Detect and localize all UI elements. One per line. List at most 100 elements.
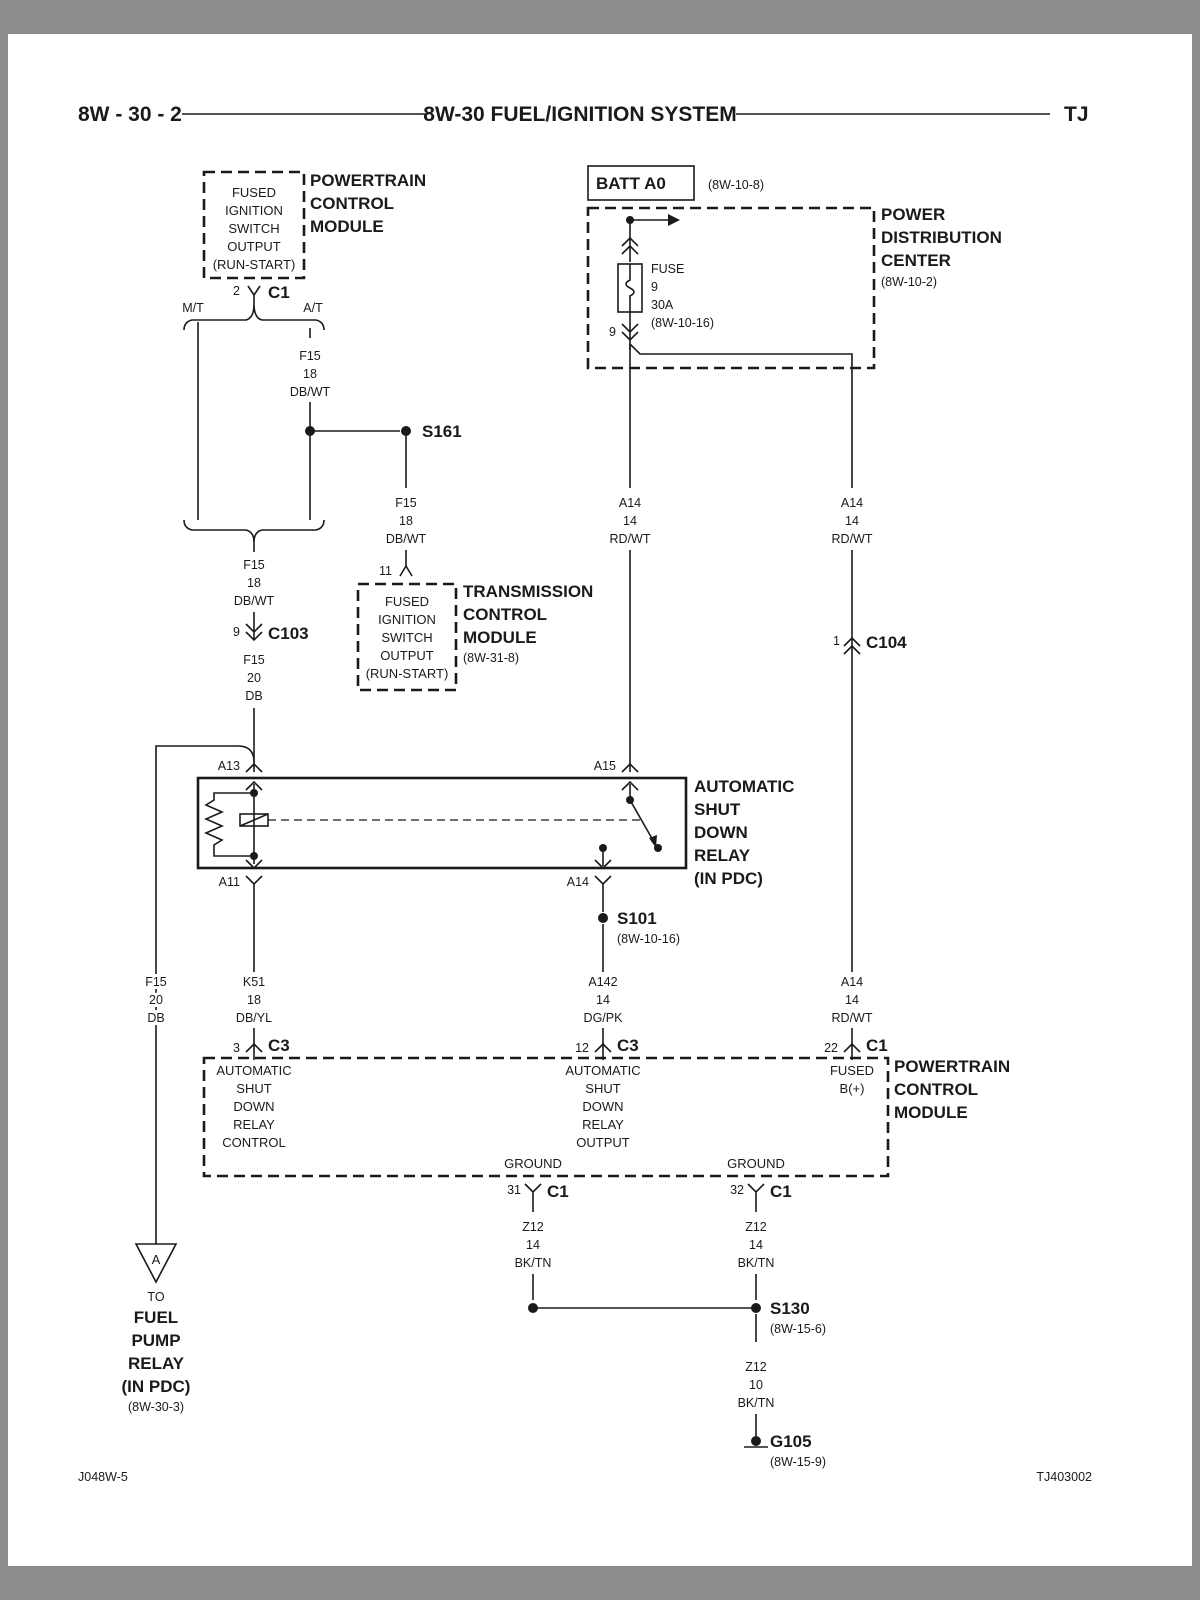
wire-a14-pcm-1: A14 <box>841 975 863 989</box>
relay-title-3: DOWN <box>694 823 748 842</box>
fuel-pump-ref: (8W-30-3) <box>128 1400 184 1414</box>
wire-z12-b-2: 14 <box>749 1238 763 1252</box>
relay-title-4: RELAY <box>694 846 751 865</box>
ground-label-1: GROUND <box>504 1156 562 1171</box>
wire-f15-join-2: 18 <box>247 576 261 590</box>
pdc-title-3: CENTER <box>881 251 951 270</box>
wire-f15-20-1: F15 <box>243 653 265 667</box>
pcm-top-connector: C1 <box>268 283 290 302</box>
pcm-pin-1: 3 <box>233 1041 240 1055</box>
tcm-ref: (8W-31-8) <box>463 651 519 665</box>
tcm-inner-5: (RUN-START) <box>366 666 449 681</box>
pcm-pin-3: 22 <box>824 1041 838 1055</box>
pcm-top-inner-1: FUSED <box>232 185 276 200</box>
ground-pin-2: 32 <box>730 1183 744 1197</box>
header: 8W - 30 - 2 8W-30 FUEL/IGNITION SYSTEM T… <box>78 103 1089 126</box>
relay-pin-a13: A13 <box>218 759 240 773</box>
asd-output-1: AUTOMATIC <box>565 1063 640 1078</box>
pcm-top-title-3: MODULE <box>310 217 384 236</box>
wire-a14-fuse-2: 14 <box>623 514 637 528</box>
fuse-label: FUSE <box>651 262 684 276</box>
tcm-branch: F15 18 DB/WT 11 FUSED IGNITION SWITCH OU… <box>356 436 593 692</box>
asd-output-2: SHUT <box>585 1081 620 1096</box>
pcm-top-pin: 2 <box>233 284 240 298</box>
asd-output-4: RELAY <box>582 1117 624 1132</box>
wire-f15-tcm-3: DB/WT <box>386 532 427 546</box>
ground-conn-2: C1 <box>770 1182 792 1201</box>
wire-z12-b-3: BK/TN <box>738 1256 775 1270</box>
relay-pin-a14: A14 <box>567 875 589 889</box>
tcm-inner-2: IGNITION <box>378 612 436 627</box>
s130-ref: (8W-15-6) <box>770 1322 826 1336</box>
wire-a14-right-2: 14 <box>845 514 859 528</box>
pdc-title-2: DISTRIBUTION <box>881 228 1002 247</box>
c104-pin: 1 <box>833 634 840 648</box>
pdc-pin: 9 <box>609 325 616 339</box>
wire-f15-left-2: 20 <box>149 993 163 1007</box>
g105-ref: (8W-15-9) <box>770 1455 826 1469</box>
fuel-pump-relay-ref: A TO FUEL PUMP RELAY (IN PDC) (8W-30-3) <box>122 1243 190 1414</box>
pcm-top-title-1: POWERTRAIN <box>310 171 426 190</box>
wire-a142-1: A142 <box>588 975 617 989</box>
ground-label-2: GROUND <box>727 1156 785 1171</box>
pcm-top-inner-4: OUTPUT <box>227 239 281 254</box>
branch-at: A/T <box>303 301 323 315</box>
relay-title-1: AUTOMATIC <box>694 777 794 796</box>
batt-ref: (8W-10-8) <box>708 178 764 192</box>
s101-label: S101 <box>617 909 657 928</box>
fuel-pump-to: TO <box>147 1290 164 1304</box>
pcm-conn-1: C3 <box>268 1036 290 1055</box>
wire-z12-c-2: 10 <box>749 1378 763 1392</box>
pcm-bottom-title-1: POWERTRAIN <box>894 1057 1010 1076</box>
pcm-bottom-title-2: CONTROL <box>894 1080 978 1099</box>
relay-pin-a11: A11 <box>219 875 240 889</box>
c103-label: C103 <box>268 624 309 643</box>
diagram-sheet: 8W - 30 - 2 8W-30 FUEL/IGNITION SYSTEM T… <box>8 34 1192 1566</box>
wire-f15-at-3: DB/WT <box>290 385 331 399</box>
wiring-diagram: 8W - 30 - 2 8W-30 FUEL/IGNITION SYSTEM T… <box>78 103 1092 1484</box>
pcm-conn-3: C1 <box>866 1036 888 1055</box>
wire-k51-2: 18 <box>247 993 261 1007</box>
pdc-ref: (8W-10-2) <box>881 275 937 289</box>
s130-label: S130 <box>770 1299 810 1318</box>
wire-f15-join-3: DB/WT <box>234 594 275 608</box>
branch-mt: M/T <box>182 301 204 315</box>
wire-k51-1: K51 <box>243 975 265 989</box>
page-number: 8W - 30 - 2 <box>78 103 182 126</box>
pcm-top: FUSED IGNITION SWITCH OUTPUT (RUN-START)… <box>202 170 426 304</box>
fused-b-1: FUSED <box>830 1063 874 1078</box>
relay-pin-a15: A15 <box>594 759 616 773</box>
fuel-pump-title-1: FUEL <box>134 1308 178 1327</box>
fuse-number: 9 <box>651 280 658 294</box>
asd-control-3: DOWN <box>233 1099 274 1114</box>
wire-f15-left-3: DB <box>147 1011 164 1025</box>
splice-s161: S161 <box>422 422 462 441</box>
wire-z12-b-1: Z12 <box>745 1220 767 1234</box>
pcm-bottom-title-3: MODULE <box>894 1103 968 1122</box>
wire-a14-fuse-3: RD/WT <box>610 532 651 546</box>
tcm-inner-3: SWITCH <box>381 630 432 645</box>
wire-f15-at-1: F15 <box>299 349 321 363</box>
lower-wire-labels: F15 20 DB K51 18 DB/YL A142 14 DG/PK A14… <box>142 972 873 1044</box>
wire-f15-left-1: F15 <box>145 975 167 989</box>
asd-output-3: DOWN <box>582 1099 623 1114</box>
splice-s101: S101 (8W-10-16) <box>598 909 680 972</box>
wire-z12-a-2: 14 <box>526 1238 540 1252</box>
asd-control-2: SHUT <box>236 1081 271 1096</box>
g105-label: G105 <box>770 1432 812 1451</box>
ground-conn-1: C1 <box>547 1182 569 1201</box>
tcm-inner-1: FUSED <box>385 594 429 609</box>
power-distribution-center: POWER DISTRIBUTION CENTER (8W-10-2) FUSE… <box>586 205 1002 488</box>
wire-z12-a-3: BK/TN <box>515 1256 552 1270</box>
c104-label: C104 <box>866 633 907 652</box>
wire-f15-tcm-1: F15 <box>395 496 417 510</box>
pcm-conn-2: C3 <box>617 1036 639 1055</box>
wire-f15-20-3: DB <box>245 689 262 703</box>
footer-right: TJ403002 <box>1036 1470 1092 1484</box>
fuel-pump-marker: A <box>152 1252 161 1267</box>
asd-relay: A13 A15 AUTOMATIC SHUT DOWN RELAY (IN PD… <box>196 759 794 972</box>
footer-left: J048W-5 <box>78 1470 128 1484</box>
pcm-bottom: 3 C3 12 C3 22 C1 POWERTRAIN CONTROL MODU… <box>202 1036 1010 1212</box>
fuse-rating: 30A <box>651 298 674 312</box>
c103-pin: 9 <box>233 625 240 639</box>
